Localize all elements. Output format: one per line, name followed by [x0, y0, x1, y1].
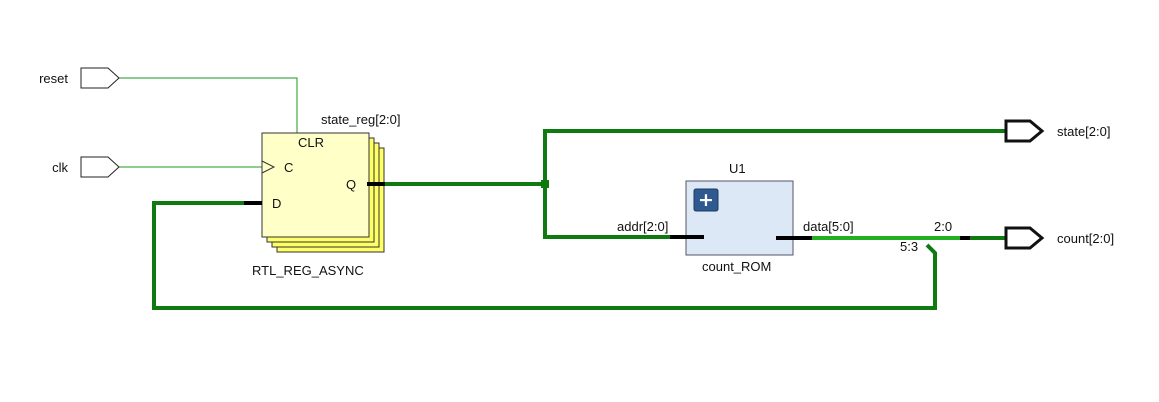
count-output-port[interactable]: [1004, 226, 1045, 250]
register-instance-label: state_reg[2:0]: [321, 112, 401, 127]
clk-port-label: clk: [52, 160, 68, 175]
bus-junction: [541, 180, 549, 188]
state-register[interactable]: [244, 132, 385, 253]
clk-port[interactable]: [80, 156, 120, 178]
feedback-bus[interactable]: [152, 201, 937, 310]
tap-low-marker: [960, 236, 970, 240]
reset-port-label: reset: [39, 71, 68, 86]
rom-type-label: count_ROM: [702, 259, 771, 274]
rom-data-label: data[5:0]: [803, 219, 854, 234]
bus-tap-high-label: 5:3: [900, 239, 918, 254]
expand-plus-icon: +: [698, 189, 714, 211]
reset-net[interactable]: [119, 77, 298, 133]
register-c-label: C: [284, 160, 293, 175]
clock-edge-icon: [261, 160, 276, 174]
count-rom[interactable]: +: [670, 180, 812, 256]
reset-port[interactable]: [80, 67, 120, 89]
bus-tap-low-label: 2:0: [934, 219, 952, 234]
register-clr-label: CLR: [298, 135, 324, 150]
state-output-label: state[2:0]: [1057, 124, 1110, 139]
register-d-label: D: [272, 196, 281, 211]
rom-instance-label: U1: [729, 161, 746, 176]
register-q-label: Q: [346, 177, 356, 192]
register-type-label: RTL_REG_ASYNC: [252, 263, 364, 278]
expand-button[interactable]: +: [693, 188, 719, 212]
state-output-port[interactable]: [1004, 119, 1045, 143]
count-output-label: count[2:0]: [1057, 231, 1114, 246]
rom-addr-label: addr[2:0]: [617, 219, 668, 234]
